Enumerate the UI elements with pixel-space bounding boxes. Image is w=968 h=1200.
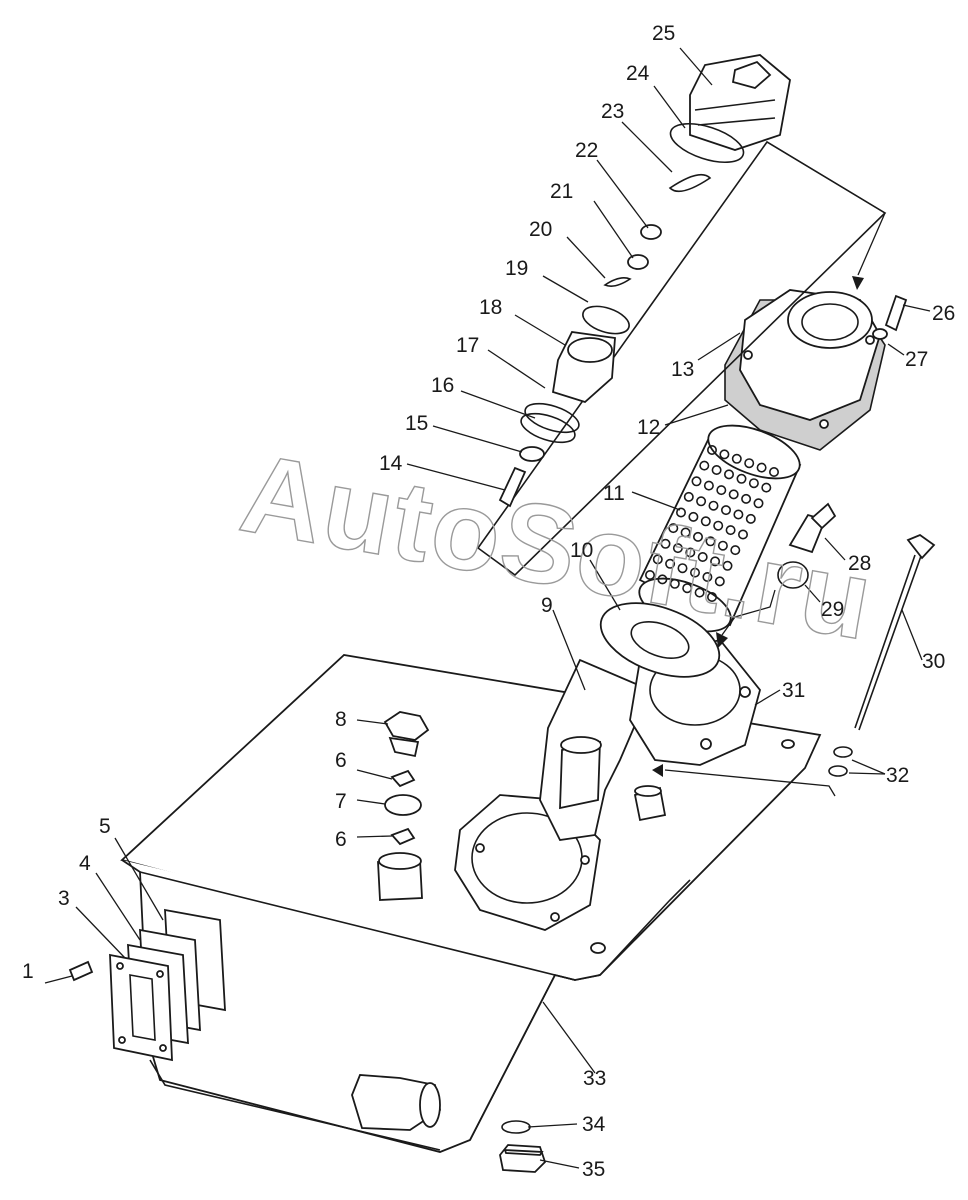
- relief-valve-assembly: [476, 54, 887, 577]
- callout-35: 35: [582, 1158, 605, 1181]
- callout-32: 32: [886, 764, 909, 787]
- callout-5: 5: [99, 815, 111, 838]
- filler-plug-group: [377, 711, 430, 901]
- callout-7: 7: [335, 790, 347, 813]
- callout-29: 29: [821, 598, 844, 621]
- callout-labels: 1 3 4 5 6 6 7 8 9 10 11 12 13 14 15 16 1…: [22, 22, 955, 1181]
- filter-perforations: [644, 444, 779, 602]
- callout-14: 14: [379, 452, 403, 475]
- callout-26: 26: [932, 302, 955, 325]
- flow-arrows: [652, 141, 886, 797]
- callout-12: 12: [637, 416, 660, 439]
- callout-13: 13: [671, 358, 694, 381]
- callout-20: 20: [529, 218, 552, 241]
- callout-34: 34: [582, 1113, 606, 1136]
- callout-21: 21: [550, 180, 573, 203]
- callout-6a: 6: [335, 749, 347, 772]
- callout-27: 27: [905, 348, 928, 371]
- callout-17: 17: [456, 334, 479, 357]
- callout-24: 24: [626, 62, 650, 85]
- inspection-cover-group: [68, 908, 226, 1062]
- callout-3: 3: [58, 887, 70, 910]
- callout-19: 19: [505, 257, 528, 280]
- callout-10: 10: [570, 539, 593, 562]
- callout-6b: 6: [335, 828, 347, 851]
- callout-4: 4: [79, 852, 91, 875]
- callout-16: 16: [431, 374, 454, 397]
- callout-22: 22: [575, 139, 598, 162]
- filter-base-flange: [454, 658, 667, 931]
- callout-9: 9: [541, 594, 553, 617]
- callout-28: 28: [848, 552, 871, 575]
- callout-23: 23: [601, 100, 624, 123]
- right-side-parts: [777, 294, 936, 777]
- callout-8: 8: [335, 708, 347, 731]
- callout-15: 15: [405, 412, 428, 435]
- filter-cover: [724, 289, 886, 451]
- callout-18: 18: [479, 296, 502, 319]
- callout-31: 31: [782, 679, 805, 702]
- callout-11: 11: [603, 482, 625, 505]
- filter-element: [599, 424, 802, 678]
- leader-lines: [44, 47, 931, 1169]
- callout-33: 33: [583, 1067, 606, 1090]
- callout-1: 1: [22, 960, 34, 983]
- callout-30: 30: [922, 650, 945, 673]
- drain-plug-group: [351, 1074, 547, 1173]
- callout-25: 25: [652, 22, 675, 45]
